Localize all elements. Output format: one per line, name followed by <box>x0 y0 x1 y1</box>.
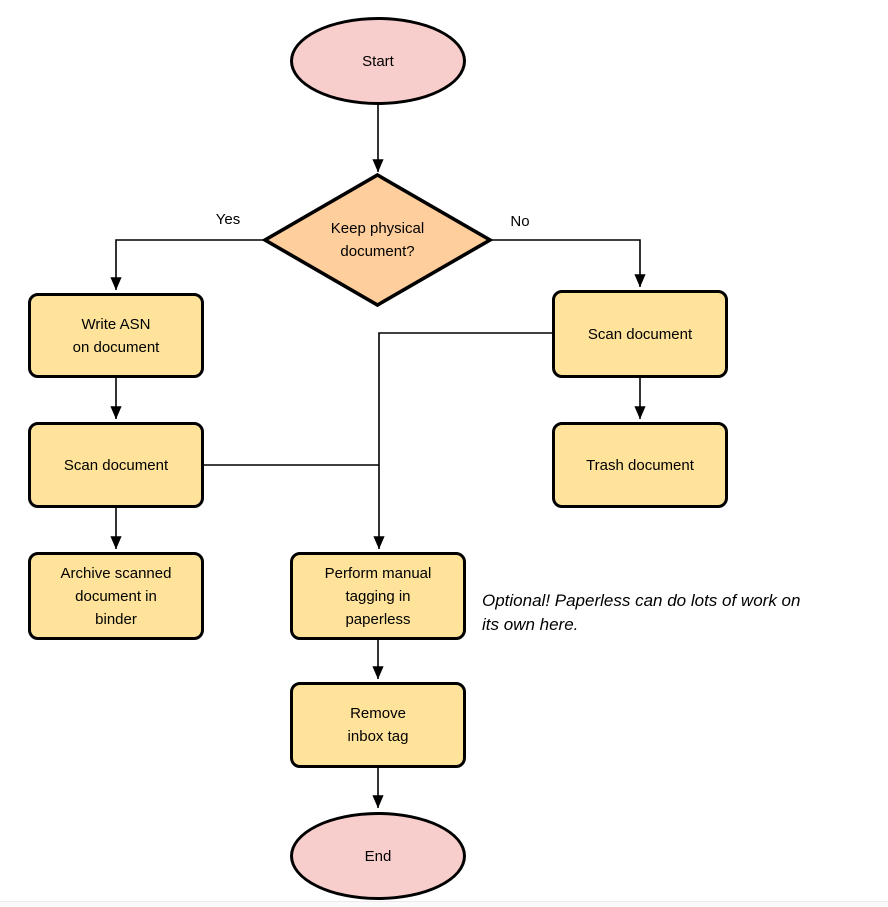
edge-decision-yes-to-write-asn <box>110 239 265 291</box>
node-write-asn-on-document: Write ASN on document <box>28 293 204 378</box>
edge-decision-no-to-scan-right <box>490 239 646 288</box>
page-bottom-edge <box>0 901 888 907</box>
edge-scan-right-to-tagging <box>373 332 552 550</box>
decision-diamond-shape <box>261 172 494 308</box>
node-archive-scanned-document: Archive scanned document in binder <box>28 552 204 640</box>
edge-label-yes: Yes <box>215 211 241 228</box>
annotation-optional-note: Optional! Paperless can do lots of work … <box>482 591 801 634</box>
node-scan-document-right: Scan document <box>552 290 728 378</box>
node-trash-document: Trash document <box>552 422 728 508</box>
node-perform-manual-tagging: Perform manual tagging in paperless <box>290 552 466 640</box>
edge-label-no: No <box>510 213 530 230</box>
node-start: Start <box>290 17 466 105</box>
node-end: End <box>290 812 466 900</box>
node-remove-inbox-tag: Remove inbox tag <box>290 682 466 768</box>
node-scan-document-left: Scan document <box>28 422 204 508</box>
node-decision-label: Keep physical document? <box>330 220 425 260</box>
